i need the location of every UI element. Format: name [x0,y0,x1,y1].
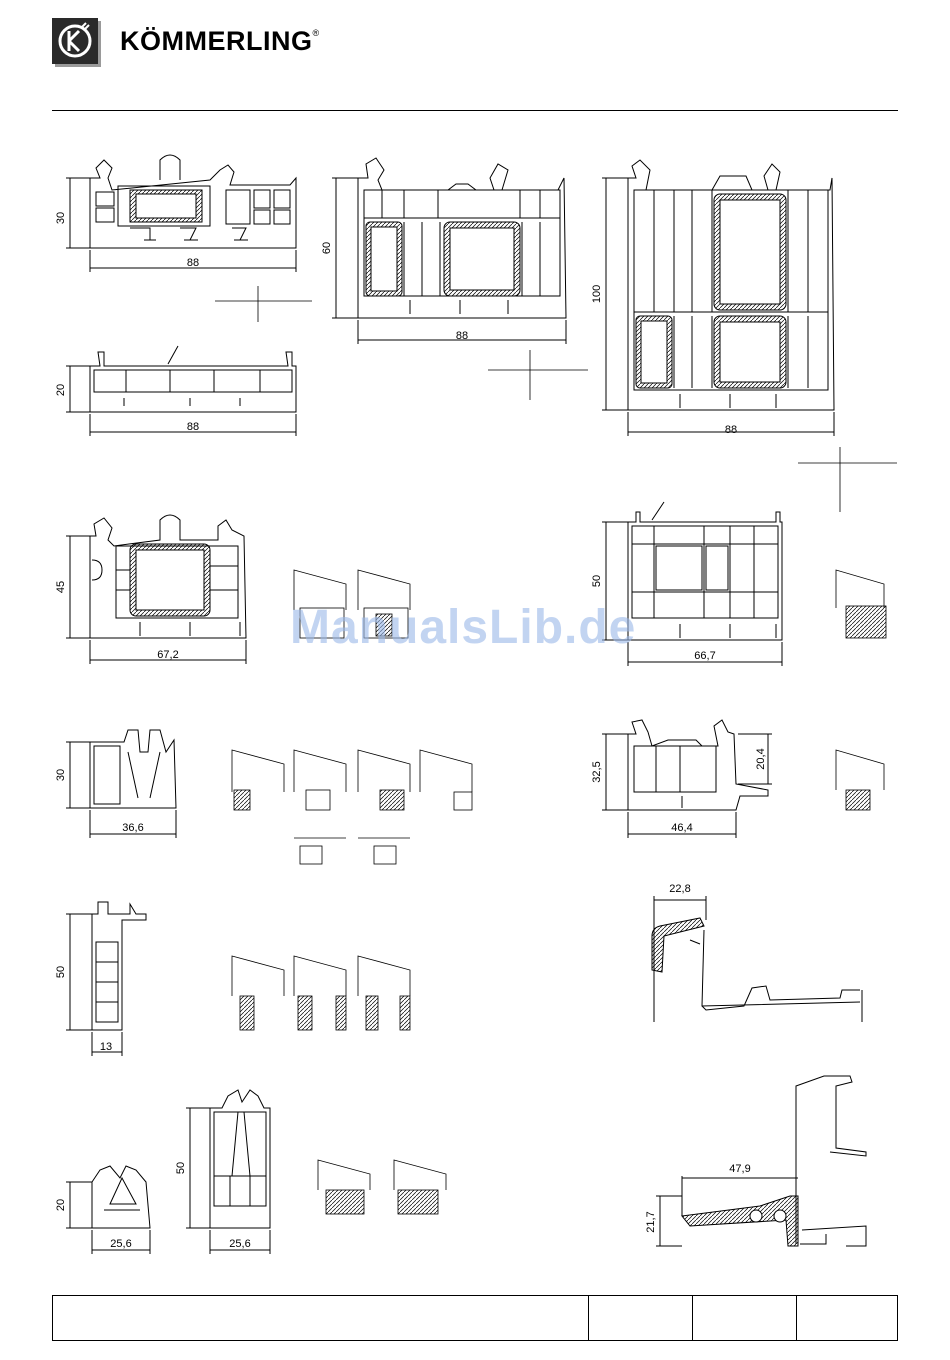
profile-88x20 [66,346,296,436]
dim-p6-width: 66,7 [694,650,715,662]
dim-p8-height2: 20,4 [755,748,767,769]
dim-p11-width: 25,6 [110,1238,131,1250]
profile-26x20 [66,1166,150,1254]
profile-sketches-row3 [232,956,410,1030]
dim-p2-height: 60 [321,242,333,254]
dim-p2-width: 88 [456,330,468,342]
profile-67x45 [66,515,246,664]
dim-p4-height: 20 [55,384,67,396]
dim-p1-height: 30 [55,212,67,224]
footer-cell-2 [589,1296,693,1340]
profile-88x30 [66,155,296,272]
dim-p4-width: 88 [187,421,199,433]
profile-sketches-row2 [232,750,472,864]
footer-cell-3 [693,1296,797,1340]
dim-p10-height: 50 [55,966,67,978]
dim-p5-height: 45 [55,581,67,593]
dim-p9-width: 22,8 [669,883,690,895]
dim-p12-width: 25,6 [229,1238,250,1250]
dim-p12-height: 50 [175,1162,187,1174]
dim-p3-height: 100 [591,285,603,303]
profile-46x32 [602,720,772,838]
footer-cell-main [53,1296,589,1340]
dim-p8-width: 46,4 [671,822,692,834]
profile-22-8 [652,896,862,1022]
watermark-text: ManualsLib.de [290,600,636,655]
profile-48x22 [656,1076,866,1246]
profile-26x50 [186,1090,270,1254]
footer-title-block [52,1295,898,1341]
dim-p8-height: 32,5 [591,761,603,782]
dim-p6-height: 50 [591,575,603,587]
dim-p1-width: 88 [187,257,199,269]
dim-p13-width: 47,9 [729,1163,750,1175]
profile-sketch-right1 [836,570,886,638]
dim-p3-width: 88 [725,424,737,436]
dim-p7-width: 36,6 [122,822,143,834]
profile-sketches-row4 [318,1160,446,1214]
dim-p10-width: 13 [100,1041,112,1053]
dim-p5-width: 67,2 [157,649,178,661]
dim-p11-height: 20 [55,1199,67,1211]
profile-sketch-right2 [836,750,884,810]
profile-88x100 [602,160,834,436]
profile-13x50 [66,902,146,1056]
profile-37x30 [66,730,176,838]
profile-88x60 [332,158,566,344]
footer-cell-4 [797,1296,897,1340]
dim-p7-height: 30 [55,769,67,781]
dim-p13-height: 21,7 [645,1211,657,1232]
